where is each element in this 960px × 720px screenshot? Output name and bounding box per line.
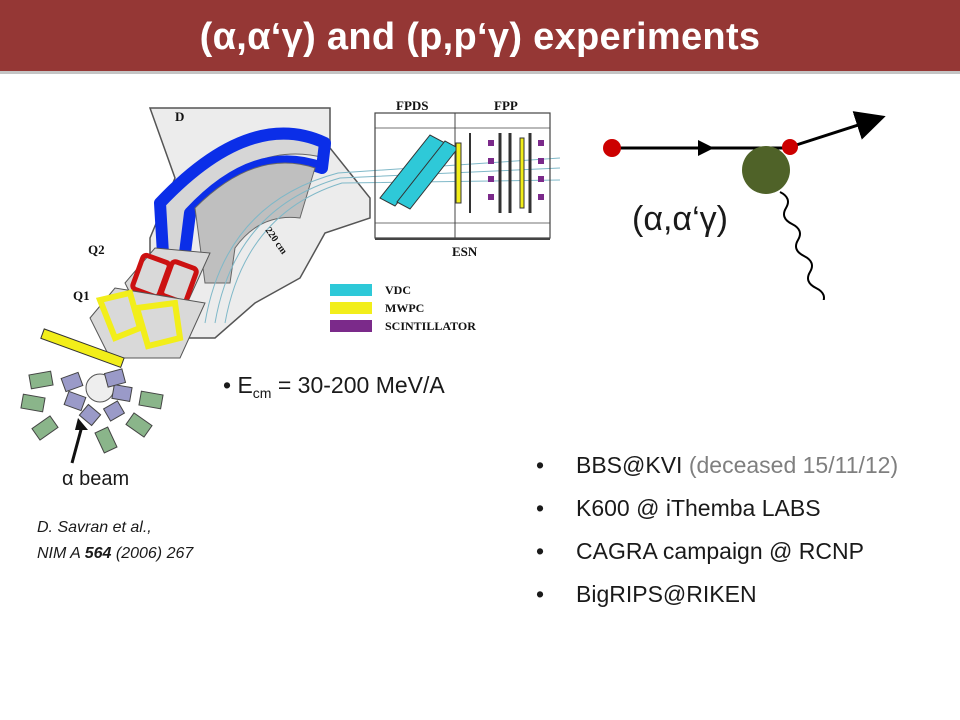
bullet-dot: •: [223, 372, 238, 398]
projectile-in: [603, 139, 621, 157]
target-chamber: [20, 328, 164, 464]
gamma-wave: [779, 191, 825, 300]
citation-authors: D. Savran et al.,: [37, 519, 152, 536]
nucleus: [742, 146, 790, 194]
legend-swatch-scintillator: [330, 320, 372, 332]
citation-year-page: (2006) 267: [115, 545, 194, 562]
list-item: •CAGRA campaign @ RCNP: [536, 538, 864, 564]
reaction-diagram: [603, 111, 886, 300]
citation: D. Savran et al., NIM A 564 (2006) 267: [37, 515, 193, 567]
energy-subscript: cm: [252, 385, 272, 401]
legend-label-mwpc: MWPC: [385, 301, 424, 315]
list-item: •BigRIPS@RIKEN: [536, 581, 757, 607]
reaction-label: (α,α‘γ): [632, 200, 728, 238]
facility-note: (deceased 15/11/12): [682, 452, 899, 478]
citation-volume: 564: [84, 545, 112, 562]
quadrupole-q1: [89, 287, 206, 359]
beam-arrow: [70, 425, 84, 464]
label-q1: Q1: [73, 288, 90, 303]
facility-name: BigRIPS@RIKEN: [576, 581, 757, 607]
facility-name: K600 @ iThemba LABS: [576, 495, 821, 521]
legend-label-vdc: VDC: [385, 283, 411, 297]
energy-symbol: E: [237, 372, 253, 398]
title-bar: (α,α‘γ) and (p,p‘γ) experiments: [0, 0, 960, 74]
facility-list: •BBS@KVI (deceased 15/11/12) •K600 @ iTh…: [496, 452, 898, 624]
label-fpds: FPDS: [396, 98, 429, 113]
label-dipole: D: [175, 109, 184, 124]
facility-name: CAGRA campaign @ RCNP: [576, 538, 864, 564]
energy-value: = 30-200 MeV/A: [271, 372, 445, 398]
mwpc-detector: [455, 142, 462, 204]
label-fpp: FPP: [494, 98, 518, 113]
focal-plane-detectors: [374, 112, 551, 240]
facility-name: BBS@KVI: [576, 452, 683, 478]
energy-range: • Ecm = 30-200 MeV/A: [223, 372, 445, 401]
label-esn: ESN: [452, 244, 478, 259]
projectile-out: [782, 139, 798, 155]
scattered-line: [789, 111, 886, 149]
incoming-arrow-head: [698, 140, 714, 156]
citation-reference: NIM A 564 (2006) 267: [37, 541, 193, 567]
label-q2: Q2: [88, 242, 105, 257]
legend-label-scintillator: SCINTILLATOR: [385, 319, 476, 333]
beam-label: α beam: [62, 468, 130, 490]
detector-legend: VDC MWPC SCINTILLATOR: [330, 283, 476, 333]
legend-swatch-vdc: [330, 284, 372, 296]
page-title: (α,α‘γ) and (p,p‘γ) experiments: [199, 16, 761, 58]
list-item: •K600 @ iThemba LABS: [536, 495, 821, 521]
dipole-magnet: [148, 107, 560, 339]
list-item: •BBS@KVI (deceased 15/11/12): [536, 452, 899, 478]
legend-swatch-mwpc: [330, 302, 372, 314]
scintillator-detector: [488, 140, 544, 200]
spectrometer-diagram: D FPDS FPP ESN Q2 Q1 220 cm VDC MWPC SCI…: [20, 98, 560, 464]
citation-journal: NIM A: [37, 545, 81, 562]
